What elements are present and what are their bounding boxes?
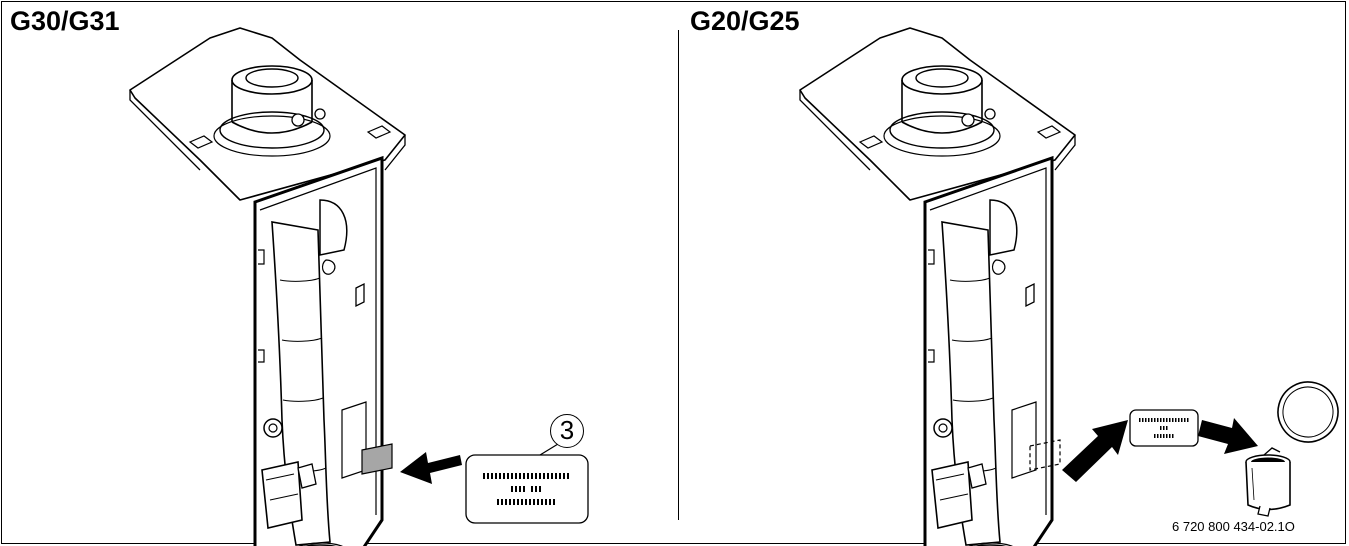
arrow-icon-discard — [1198, 418, 1258, 454]
gas-label-card-right — [1129, 409, 1199, 447]
boiler-casing-left — [128, 26, 407, 546]
waste-bin-icon — [1245, 381, 1339, 517]
panel-divider — [678, 30, 679, 520]
callout-number-3: 3 — [550, 414, 584, 448]
panel-title-left: G30/G31 — [10, 6, 120, 36]
gas-label-card-left — [465, 443, 589, 524]
removed-label-outline — [1029, 439, 1061, 471]
panel-title-right: G20/G25 — [690, 6, 800, 36]
boiler-casing-right — [798, 26, 1077, 546]
document-reference: 6 720 800 434-02.1O — [1172, 519, 1295, 534]
arrow-icon-remove — [1062, 420, 1128, 482]
arrow-icon-left — [400, 452, 462, 484]
applied-label-left — [361, 443, 393, 475]
